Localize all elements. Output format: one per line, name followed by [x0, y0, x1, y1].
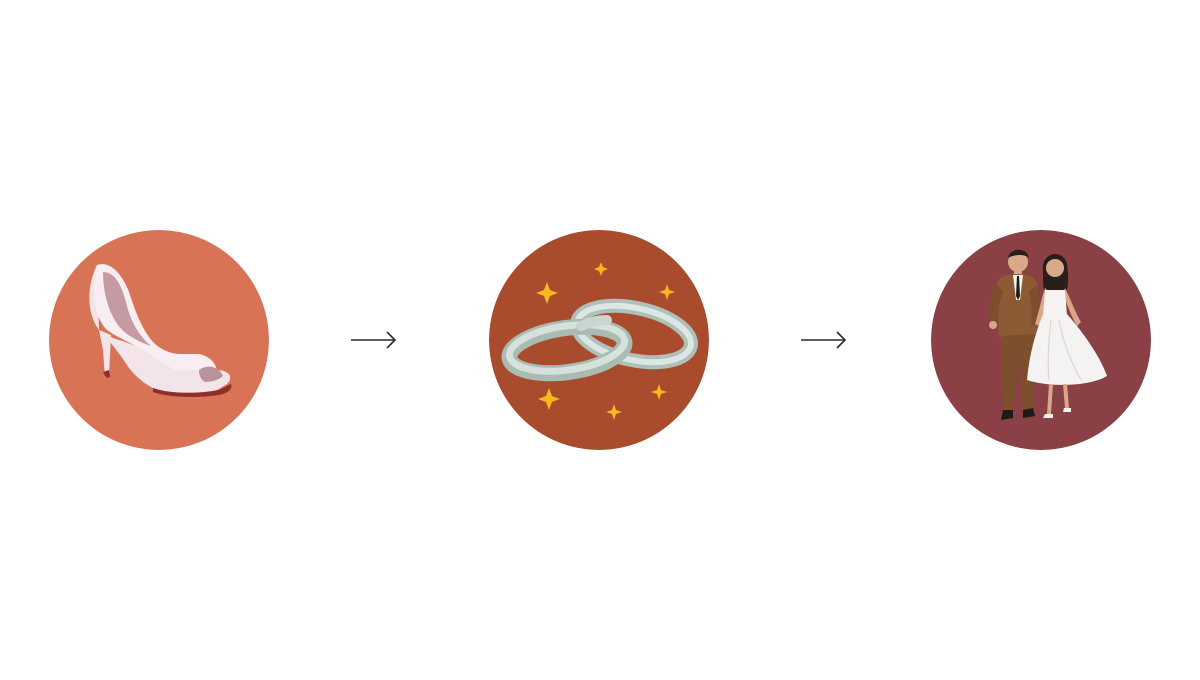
high-heel-shoe-icon — [49, 230, 269, 450]
arrow-right-icon — [349, 327, 399, 353]
step-shoe — [49, 230, 269, 450]
step-couple — [931, 230, 1151, 450]
bride-figure — [1027, 253, 1107, 418]
arrow-right-icon — [799, 327, 849, 353]
wedding-rings-icon — [489, 230, 709, 450]
wedding-couple-icon — [931, 230, 1151, 450]
step-rings — [489, 230, 709, 450]
groom-figure — [989, 249, 1041, 420]
sparkle-icon — [536, 262, 675, 420]
